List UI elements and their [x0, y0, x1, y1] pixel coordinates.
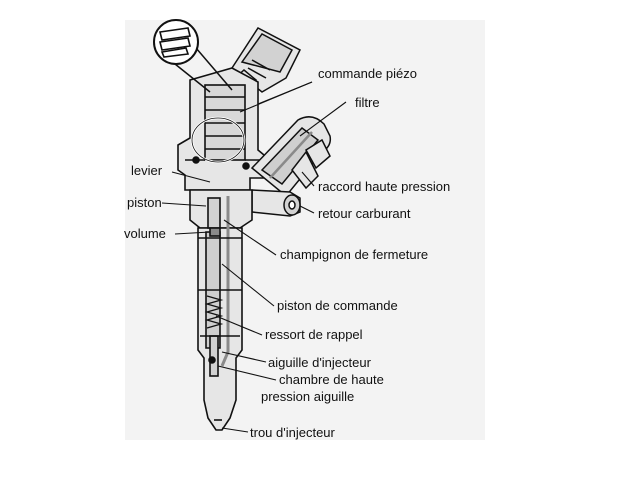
magnifier-callout: [153, 19, 233, 93]
upper-housing: [177, 67, 271, 191]
label-champignon-de-fermeture: champignon de fermeture: [280, 247, 429, 262]
label-chambre-de-haute: chambre de haute: [279, 372, 384, 387]
label-ressort-de-rappel: ressort de rappel: [265, 327, 363, 342]
background-panel: [125, 20, 485, 440]
return-fitting: [251, 189, 301, 217]
magnified-stack: [159, 27, 191, 58]
label-trou-d-injecteur: trou d'injecteur: [250, 425, 335, 440]
label-retour-carburant: retour carburant: [318, 206, 411, 221]
label-piston-de-commande: piston de commande: [277, 298, 398, 313]
label-pression-aiguille: pression aiguille: [261, 389, 355, 404]
return-spring: [204, 295, 224, 329]
injector-body: [189, 189, 253, 431]
label-piston: piston: [127, 195, 162, 210]
high-pressure-inlet: [250, 116, 332, 198]
label-aiguille-d-injecteur: aiguille d'injecteur: [268, 355, 371, 370]
label-filtre: filtre: [355, 95, 380, 110]
electrical-connector: [224, 27, 301, 100]
label-levier: levier: [131, 163, 163, 178]
label-commande-piezo: commande piézo: [318, 66, 417, 81]
label-volume: volume: [124, 226, 166, 241]
label-raccord-haute-pression: raccord haute pression: [318, 179, 451, 194]
leader-lines: [161, 81, 347, 433]
